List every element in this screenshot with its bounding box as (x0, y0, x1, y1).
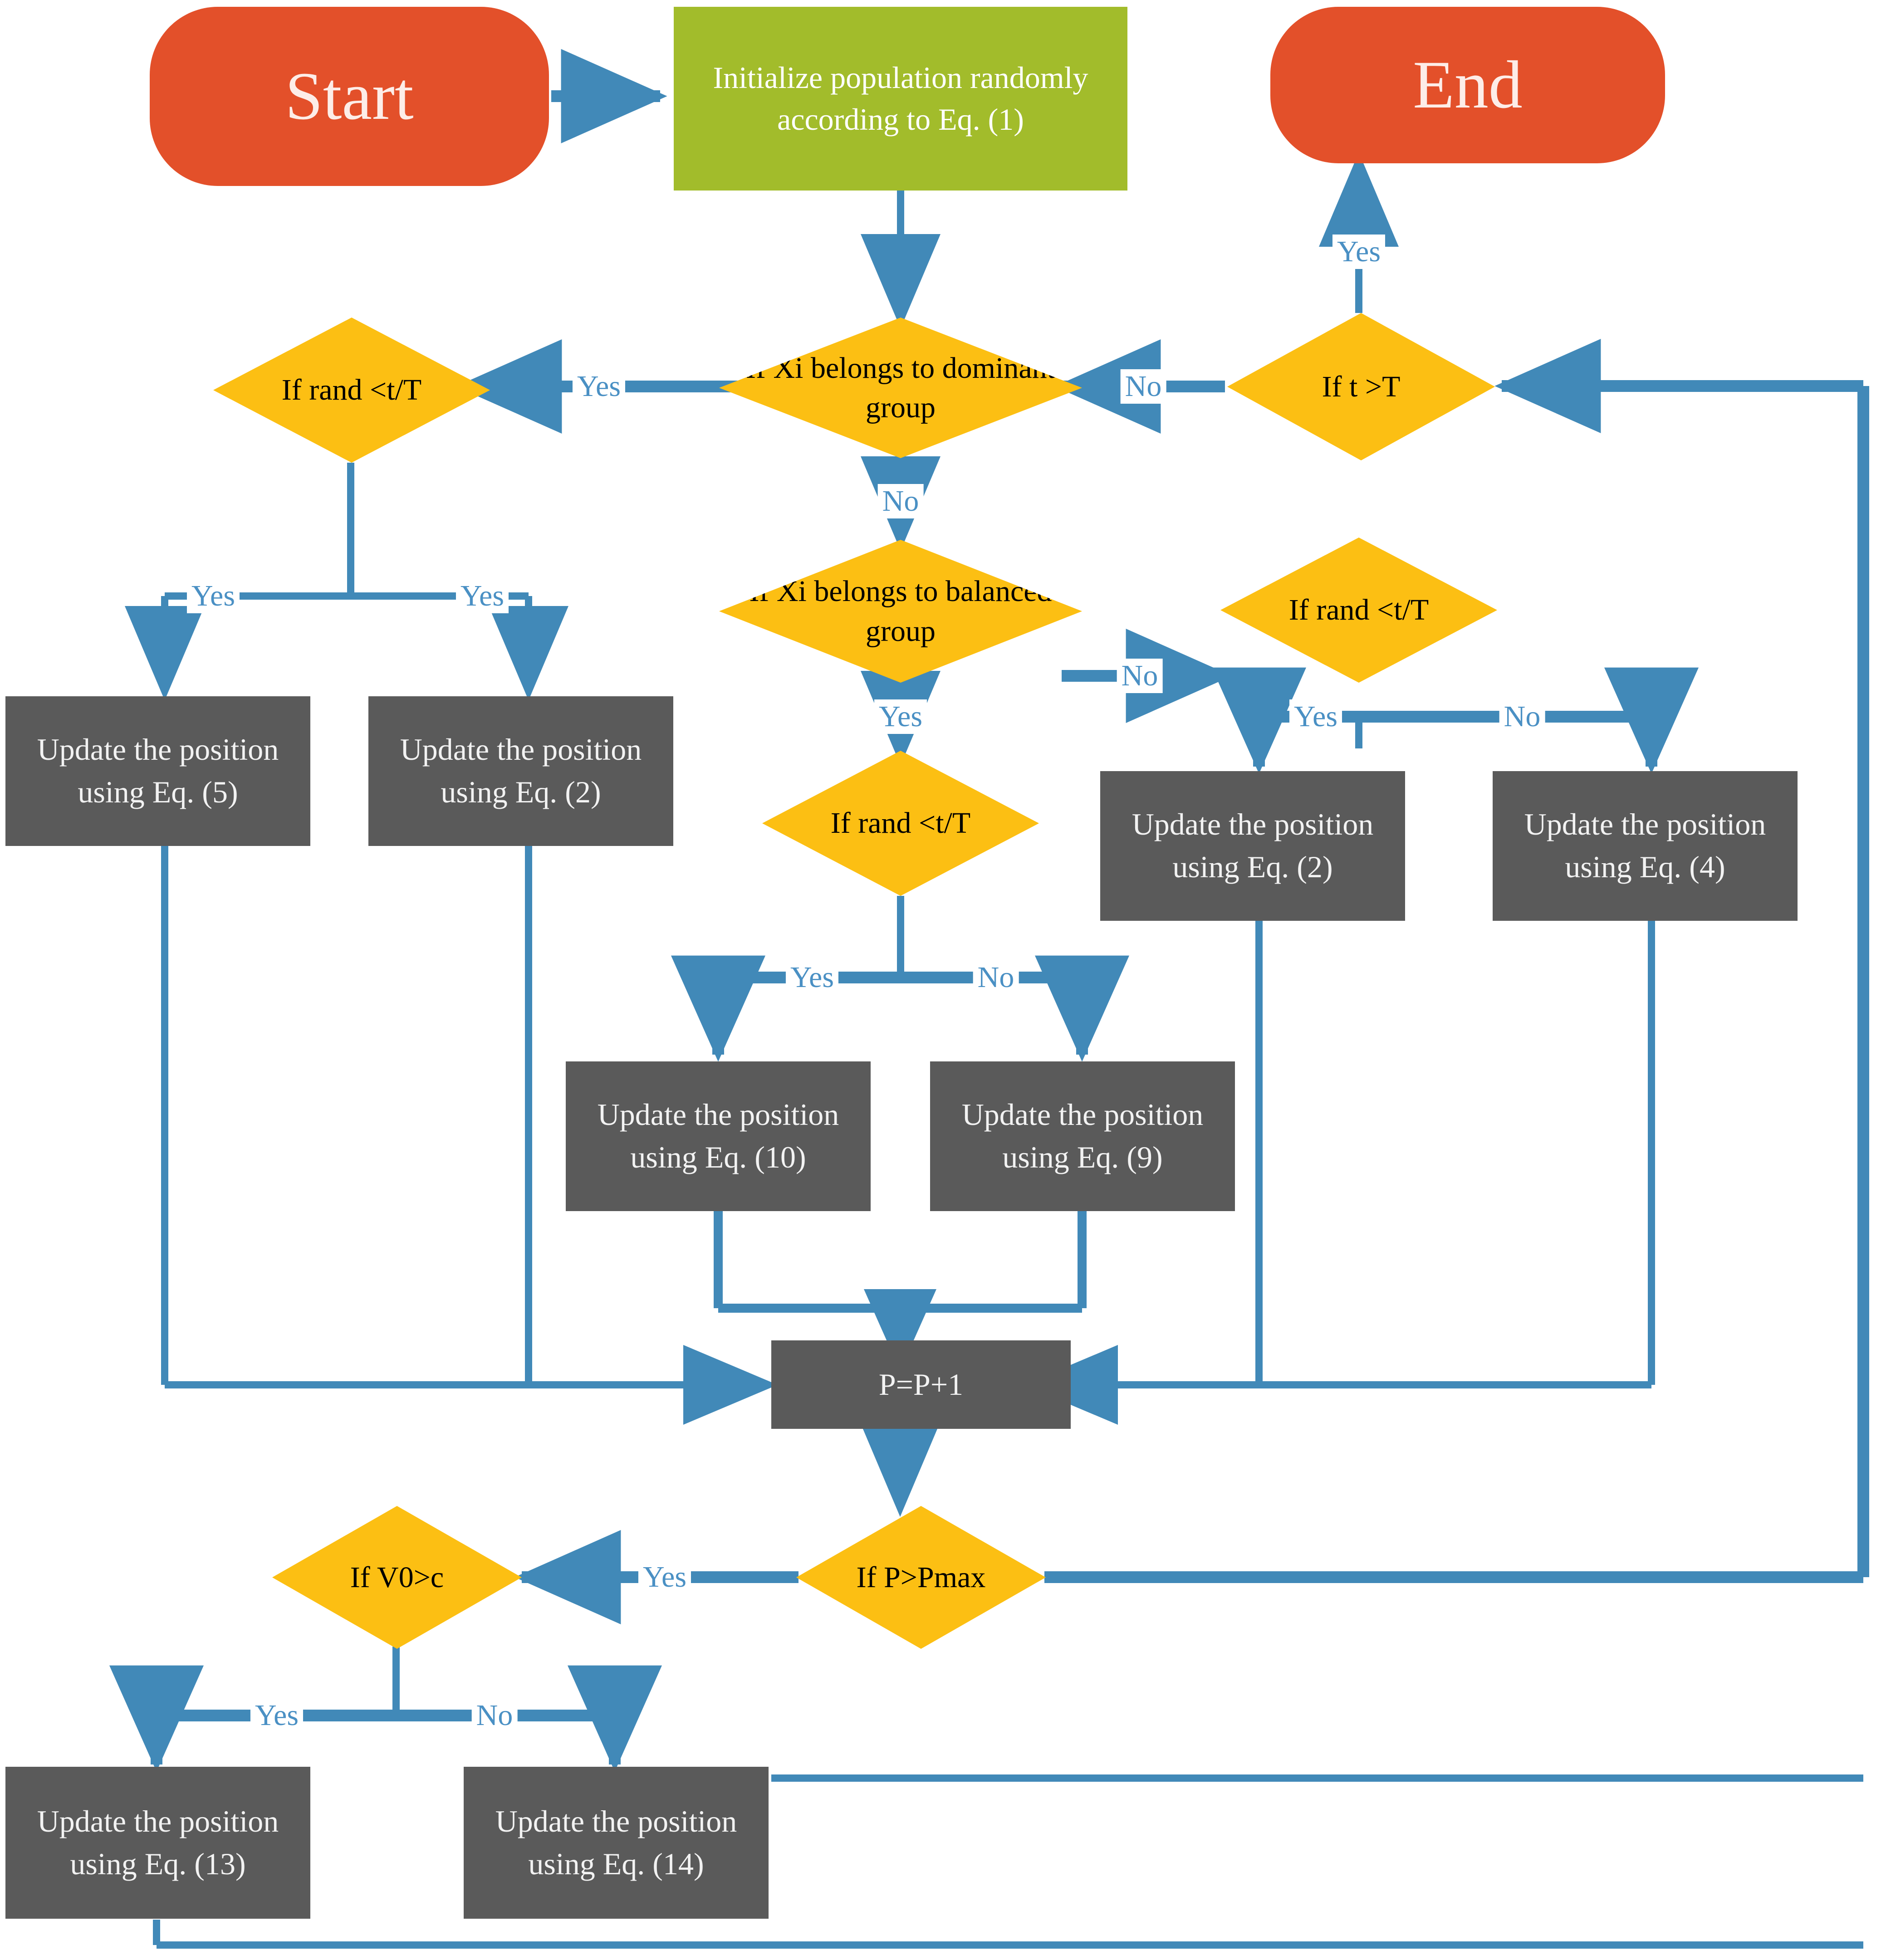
start-terminator[interactable]: Start (150, 7, 549, 186)
update-position-eq2-left[interactable]: Update the position using Eq. (2) (368, 696, 673, 846)
decision-rand-lt-tT-right-label: If rand <t/T (1288, 593, 1429, 627)
edge-label-tT-to-end: Yes (1332, 235, 1386, 269)
edge-label-dominant-to-balanced: No (877, 484, 924, 518)
update-position-eq14-label: Update the position using Eq. (14) (495, 1804, 737, 1881)
decision-t-greater-T-label: If t >T (1322, 370, 1401, 403)
update-position-eq2-right[interactable]: Update the position using Eq. (2) (1100, 771, 1405, 921)
decision-t-greater-T[interactable]: If t >T (1227, 313, 1495, 460)
p-increment-label: P=P+1 (878, 1367, 964, 1402)
start-label: Start (285, 59, 414, 134)
end-terminator[interactable]: End (1270, 7, 1665, 163)
update-position-eq4[interactable]: Update the position using Eq. (4) (1493, 771, 1798, 921)
p-increment-process[interactable]: P=P+1 (771, 1340, 1071, 1429)
edge-label-v0c-no: No (471, 1698, 518, 1733)
decision-xi-dominant-group[interactable]: If Xi belongs to dominant group (719, 318, 1082, 458)
edge-label-balanced-to-randright: No (1117, 659, 1163, 693)
update-position-eq9[interactable]: Update the position using Eq. (9) (930, 1061, 1235, 1211)
edge-label-randright-no: No (1499, 699, 1545, 734)
decision-xi-balanced-group[interactable]: If Xi belongs to balanced group (719, 540, 1082, 683)
update-position-eq14[interactable]: Update the position using Eq. (14) (464, 1767, 769, 1919)
initialize-population-process[interactable]: Initialize population randomly according… (674, 7, 1127, 191)
decision-p-greater-pmax-label: If P>Pmax (856, 1560, 986, 1594)
edge-label-tT-to-dominant: No (1120, 369, 1166, 404)
edge-label-randcenter-no: No (973, 960, 1019, 995)
edge-label-v0c-yes: Yes (250, 1698, 304, 1733)
edge-label-pmax-yes: Yes (638, 1560, 691, 1594)
update-position-eq2-left-label: Update the position using Eq. (2) (400, 732, 642, 809)
decision-p-greater-pmax[interactable]: If P>Pmax (796, 1506, 1046, 1649)
decision-v0-greater-c[interactable]: If V0>c (272, 1506, 522, 1649)
update-position-eq10-label: Update the position using Eq. (10) (597, 1097, 839, 1174)
decision-rand-lt-tT-right[interactable]: If rand <t/T (1220, 538, 1497, 683)
decision-v0-greater-c-label: If V0>c (350, 1560, 444, 1594)
update-position-eq5-label: Update the position using Eq. (5) (37, 732, 279, 809)
update-position-eq9-label: Update the position using Eq. (9) (961, 1097, 1204, 1174)
decision-rand-lt-tT-center[interactable]: If rand <t/T (762, 751, 1039, 896)
update-position-eq4-label: Update the position using Eq. (4) (1524, 807, 1766, 884)
decision-xi-balanced-group-label: If Xi belongs to balanced group (749, 575, 1052, 648)
edge-label-balanced-yes: Yes (874, 699, 927, 734)
update-position-eq13-label: Update the position using Eq. (13) (37, 1804, 279, 1881)
edge-label-randleft-yes-right: Yes (456, 579, 509, 613)
edge-label-randleft-yes-left: Yes (186, 579, 240, 613)
end-label: End (1413, 47, 1523, 122)
edge-label-dominant-to-randleft: Yes (572, 369, 626, 404)
edge-label-randcenter-yes: Yes (785, 960, 839, 995)
decision-rand-lt-tT-center-label: If rand <t/T (830, 806, 971, 840)
update-position-eq2-right-label: Update the position using Eq. (2) (1132, 807, 1374, 884)
update-position-eq5[interactable]: Update the position using Eq. (5) (5, 696, 310, 846)
decision-xi-dominant-group-label: If Xi belongs to dominant group (746, 351, 1055, 424)
update-position-eq13[interactable]: Update the position using Eq. (13) (5, 1767, 310, 1919)
decision-rand-lt-tT-left-label: If rand <t/T (281, 373, 422, 407)
edge-label-randright-yes: Yes (1289, 699, 1342, 734)
decision-rand-lt-tT-left[interactable]: If rand <t/T (213, 318, 490, 463)
initialize-population-label: Initialize population randomly according… (713, 60, 1088, 137)
update-position-eq10[interactable]: Update the position using Eq. (10) (566, 1061, 871, 1211)
